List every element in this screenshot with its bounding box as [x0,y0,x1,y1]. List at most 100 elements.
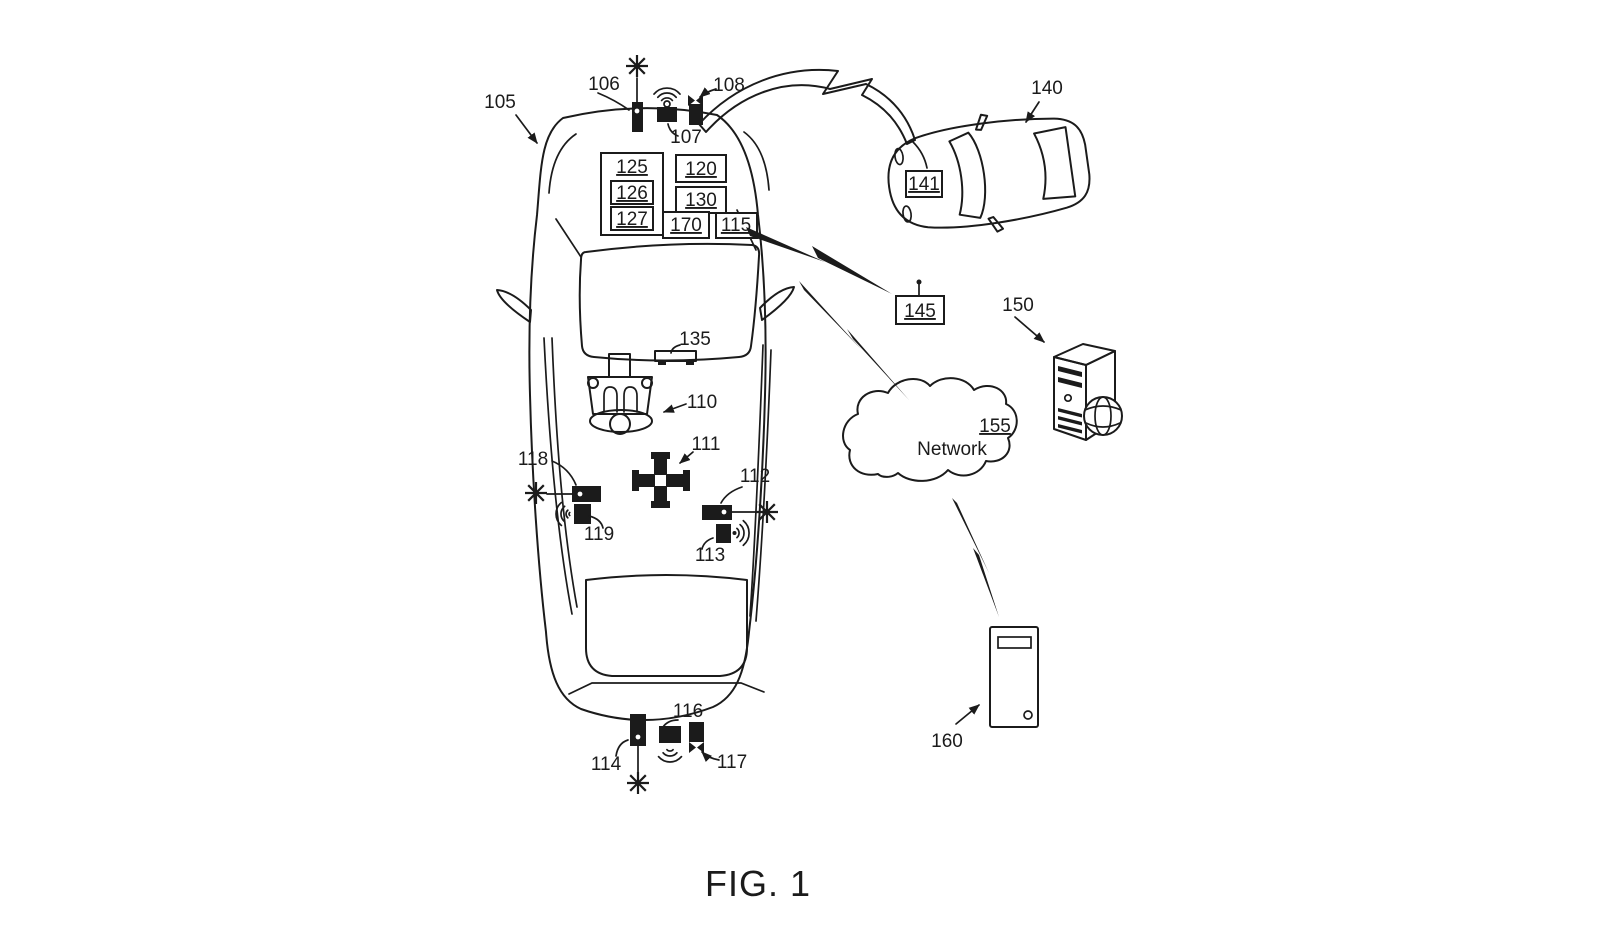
roof-camera-108 [688,95,703,125]
wireless-bolt-vehicle-to-cloud [799,281,909,400]
label-114: 114 [591,754,622,775]
label-119: 119 [584,524,614,545]
second-vehicle-mirror [974,113,989,131]
arrow-160 [955,704,980,725]
headlight-icon [902,205,913,223]
leader-116 [662,719,679,728]
globe-parallels [1084,405,1122,428]
door-line-left [543,337,578,615]
rear-lidar-114 [625,714,651,796]
vehicle-body-outline [528,107,767,721]
roof-lidar-106 [624,53,650,132]
headlight-icon [894,147,904,166]
roof-radar-107 [653,87,681,122]
label-113: 113 [695,545,725,566]
leader-107 [667,123,679,137]
module-box-120: 120 [675,154,727,183]
wireless-link-vehicle-to-vehicle [698,69,916,145]
side-mirror-right [759,286,795,321]
radar-waves-icon [657,748,683,763]
rear-radar-116 [657,726,683,763]
module-box-127: 127 [610,206,654,231]
laser-burst-icon [754,499,780,525]
trunk-line [568,682,765,695]
server-vents [1058,408,1082,434]
label-140: 140 [1031,78,1063,99]
leader-114 [615,739,629,757]
second-vehicle-rear-window [1033,126,1077,200]
headlight-arc-right [743,131,770,191]
a-pillar-left [555,218,582,258]
module-box-141 [905,170,943,198]
label-117: 117 [717,752,747,773]
leader-141 [912,141,928,169]
leader-106 [597,92,630,111]
leader-118 [551,460,577,486]
wireless-bolt-vehicle-to-145 [746,227,892,294]
label-110: 110 [687,392,717,413]
module-label-125: 125 [616,157,648,178]
module-box-130: 130 [675,186,727,214]
steering-assembly [587,353,653,435]
network-cloud: 155 Network [842,377,1018,482]
label-106: 106 [588,74,620,95]
left-radar-119 [555,501,591,527]
label-116: 116 [673,701,703,722]
server-150: 150 [1002,295,1123,441]
label-160: 160 [931,731,963,752]
module-label-130: 130 [685,190,717,211]
radar-waves-icon [653,87,681,102]
module-label-120: 120 [685,159,717,180]
label-118: 118 [518,449,548,470]
label-112: 112 [740,466,770,487]
computer-160: 160 [931,626,1039,752]
headlight-arc-left [548,133,577,194]
main-vehicle: 125 126 127 120 130 170 115 [484,53,795,796]
server-drive-slots [1058,366,1082,388]
label-135: 135 [679,329,711,350]
module-box-170: 170 [662,211,710,239]
transceiver-145: 145 [895,279,945,325]
side-mirror-left [496,289,532,323]
wireless-bolt-cloud-to-computer [952,498,999,617]
rear-window [585,574,748,677]
arrow-140 [1025,101,1040,123]
radar-waves-icon [736,519,750,547]
imu-cross [632,452,690,508]
leader-135 [670,344,681,354]
leader-113 [701,537,714,550]
network-cloud-label: Network [917,439,987,460]
arrow-150 [1014,316,1045,343]
second-vehicle-mirror [987,216,1005,233]
leader-117 [701,751,720,763]
globe-icon [1083,396,1123,436]
module-label-126: 126 [616,183,648,204]
second-vehicle-body [887,117,1091,229]
laser-burst-icon [624,53,650,79]
laser-burst-icon [523,480,549,506]
label-145: 145 [904,301,936,322]
windshield [578,242,761,362]
module-label-141: 141 [908,174,940,195]
label-105: 105 [484,92,516,113]
cloud-outline [842,377,1018,482]
leader-112 [720,486,743,504]
label-155: 155 [979,416,1011,437]
globe-meridian [1094,396,1112,436]
arrow-110 [662,403,687,413]
right-lidar-112 [702,499,780,525]
leader-119 [588,515,604,529]
module-label-127: 127 [616,209,648,230]
rear-camera-117 [689,722,704,753]
arrow-111 [679,451,694,464]
second-vehicle-windshield [948,131,987,219]
module-label-115: 115 [721,215,751,236]
module-box-126: 126 [610,180,654,205]
left-lidar-118 [523,480,601,506]
door-line-right [749,344,772,622]
figure-caption: FIG. 1 [705,863,811,904]
right-radar-113 [716,519,750,547]
cabin-display-135 [654,350,697,365]
